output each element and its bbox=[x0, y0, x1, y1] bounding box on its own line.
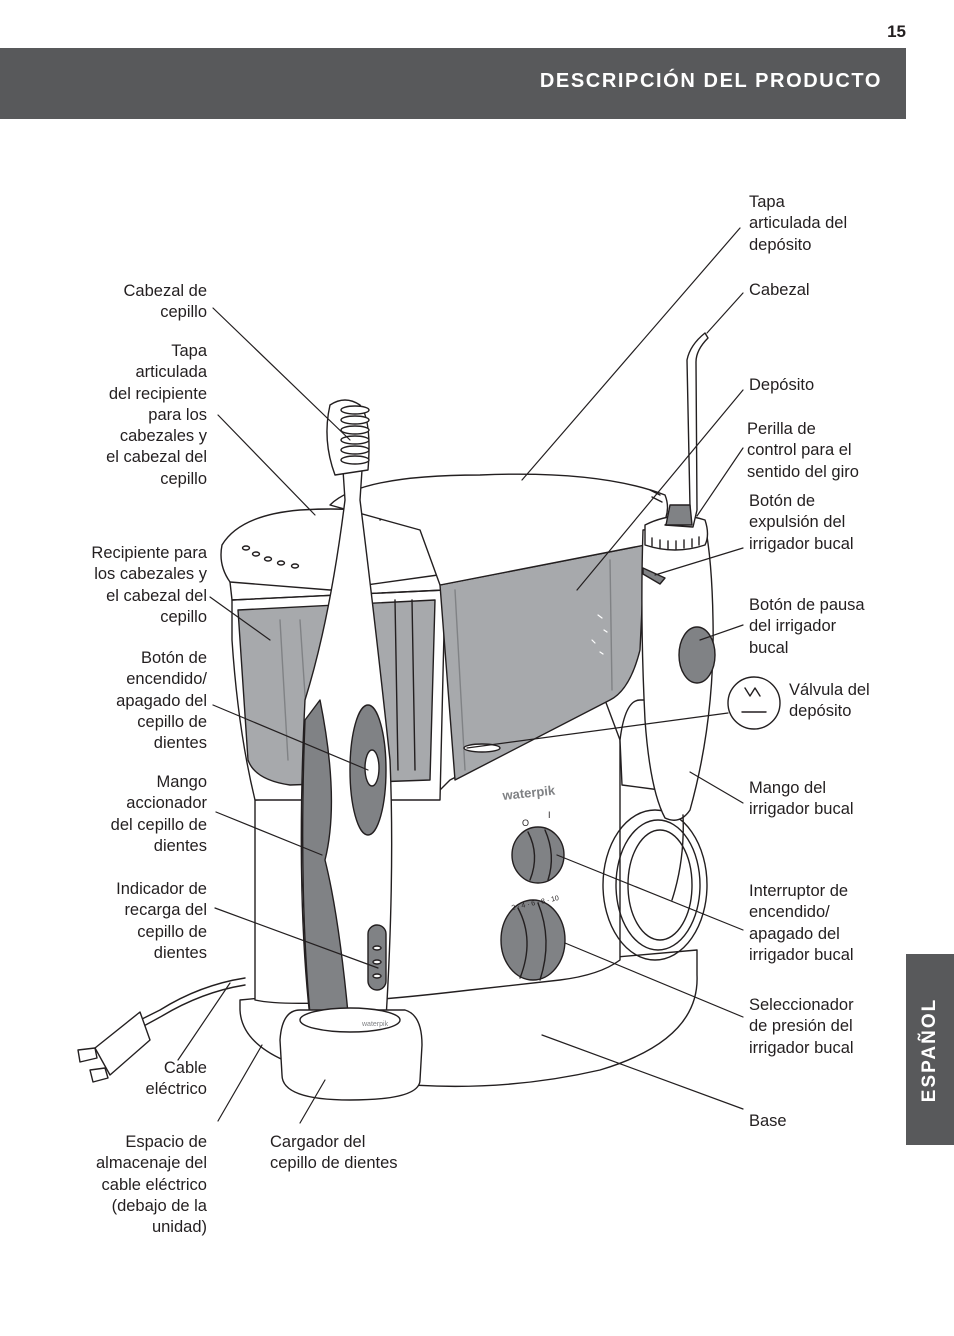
hose-coil bbox=[602, 809, 708, 961]
label-irrigator-handle: Mango del irrigador bucal bbox=[749, 779, 854, 819]
label-eject-button: Botón de expulsión del irrigador bucal bbox=[749, 492, 854, 553]
label-tip-rotation-knob: Perilla de control para el sentido del g… bbox=[747, 420, 859, 481]
label-storage-case: Recipiente para los cabezales y el cabez… bbox=[91, 544, 207, 626]
plug-icon bbox=[94, 1011, 151, 1076]
label-brush-head: Cabezal de cepillo bbox=[123, 282, 207, 322]
brand-logo-unit: waterpik bbox=[501, 782, 557, 803]
label-reservoir: Depósito bbox=[749, 376, 815, 394]
label-reservoir-lid: Tapa articulada del depósito bbox=[749, 193, 848, 254]
irrigator-handle-icon bbox=[641, 524, 714, 821]
reservoir-icon bbox=[439, 544, 646, 781]
charger-icon bbox=[279, 1009, 423, 1101]
label-charge-indicator: Indicador de recarga del cepillo de dien… bbox=[116, 880, 207, 962]
power-switch-knob bbox=[511, 826, 565, 884]
charge-indicator bbox=[367, 924, 387, 991]
label-pressure-control: Seleccionador de presión del irrigador b… bbox=[749, 996, 854, 1057]
label-cord-storage: Espacio de almacenaje del cable eléctric… bbox=[96, 1133, 207, 1237]
label-pause-button: Botón de pausa del irrigador bucal bbox=[749, 596, 865, 657]
label-tip: Cabezal bbox=[749, 281, 810, 299]
power-cord bbox=[129, 977, 246, 1026]
valve-magnifier bbox=[727, 676, 781, 730]
irrigator-tip-icon bbox=[664, 332, 709, 528]
reservoir-valve bbox=[463, 743, 501, 753]
brand-logo-brush: waterpik bbox=[361, 1021, 389, 1028]
pressure-knob bbox=[500, 899, 566, 981]
label-charger: Cargador del cepillo de dientes bbox=[270, 1133, 398, 1173]
label-brush-power-button: Botón de encendido/ apagado del cepillo … bbox=[116, 649, 207, 753]
page-number: 15 bbox=[887, 22, 906, 41]
label-brush-handle: Mango accionador del cepillo de dientes bbox=[110, 773, 207, 855]
pause-button bbox=[678, 626, 716, 684]
label-reservoir-valve: Válvula del depósito bbox=[789, 681, 870, 721]
section-title: DESCRIPCIÓN DEL PRODUCTO bbox=[539, 70, 882, 92]
label-power-cord: Cable eléctrico bbox=[145, 1059, 207, 1099]
section-header: DESCRIPCIÓN DEL PRODUCTO bbox=[0, 48, 906, 119]
label-power-switch: Interruptor de encendido/ apagado del ir… bbox=[749, 882, 854, 964]
switch-off-mark: O bbox=[522, 818, 529, 828]
label-storage-lid: Tapa articulada del recipiente para los … bbox=[106, 342, 207, 488]
switch-on-mark: I bbox=[548, 810, 551, 820]
toothbrush-grip bbox=[301, 699, 351, 1036]
language-tab[interactable]: ESPAÑOL bbox=[906, 954, 954, 1145]
label-base: Base bbox=[749, 1112, 787, 1130]
